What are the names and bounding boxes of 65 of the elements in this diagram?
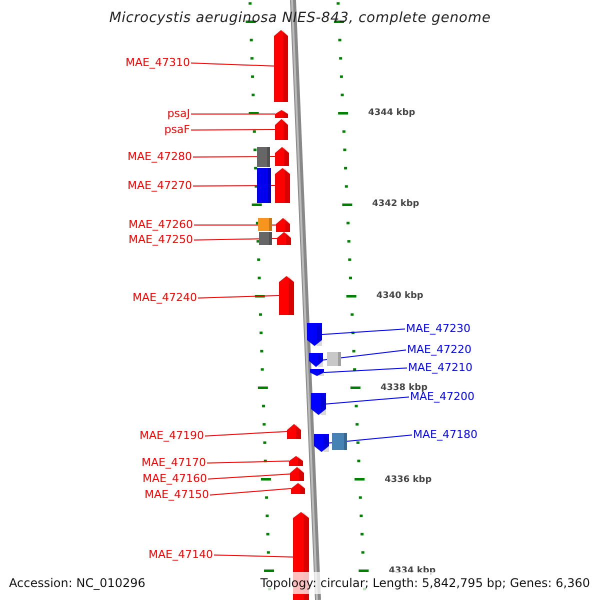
gene-bar (275, 168, 290, 203)
gene-label: MAE_47310 (126, 56, 190, 70)
leader-line (324, 368, 408, 373)
gene-bar (275, 110, 288, 118)
leader-line (194, 224, 276, 226)
gene-bar (314, 434, 329, 452)
gene-bar (287, 424, 301, 439)
gene-label: MAE_47160 (142, 472, 207, 486)
leader-line (204, 431, 288, 436)
gene-label: MAE_47180 (413, 428, 478, 442)
leader-line (194, 238, 278, 240)
gene-bar (311, 393, 326, 415)
gene-label: MAE_47200 (410, 390, 474, 404)
leader-line (190, 62, 274, 66)
gene-bar (276, 218, 290, 232)
category-box (257, 147, 270, 167)
scale-label: 4342 kbp (372, 198, 420, 210)
leader-line (206, 460, 290, 464)
leader-line (190, 129, 276, 130)
gene-label: MAE_47190 (140, 429, 204, 443)
scale-label: 4338 kbp (380, 382, 428, 393)
gene-bar (309, 353, 323, 367)
gene-label: MAE_47240 (132, 291, 197, 305)
gene-label: MAE_47140 (148, 548, 213, 562)
gene-label: MAE_47260 (128, 218, 193, 232)
leader-line (198, 295, 280, 298)
scale-label: 4334 kbp (388, 565, 436, 577)
category-box (259, 232, 272, 245)
category-box (258, 218, 272, 231)
leader-line (322, 350, 406, 360)
accession-text: Accession: NC_010296 (9, 575, 146, 591)
gene-label: MAE_47150 (144, 488, 209, 502)
category-box (332, 433, 347, 450)
gene-label: MAE_47250 (128, 233, 193, 247)
leader-line (208, 474, 290, 480)
leader-line (192, 156, 276, 158)
scale-label: 4344 kbp (368, 107, 416, 119)
scale-label: 4340 kbp (376, 290, 424, 302)
gene-bar (290, 467, 304, 481)
gene-label: MAE_47170 (142, 456, 206, 470)
gene-label: MAE_47230 (406, 322, 470, 336)
gene-label: MAE_47280 (128, 150, 192, 164)
leader-line (214, 554, 294, 558)
gene-bar (291, 483, 305, 494)
gene-bar (310, 369, 324, 376)
gene-bar (274, 30, 288, 102)
gene-label: MAE_47220 (407, 343, 472, 357)
category-box (257, 168, 271, 203)
leader-line (326, 396, 410, 404)
leader-line (322, 328, 406, 335)
gene-bar (289, 456, 303, 466)
gene-label: psaF (164, 123, 190, 137)
gene-bar (277, 232, 291, 245)
gene-label: MAE_47270 (128, 179, 192, 193)
gene-bar (279, 276, 294, 315)
genome-info-text: Topology: circular; Length: 5,842,795 bp; Genes: 6,360 (260, 575, 590, 591)
title: Microcystis aeruginosa NIES-843, complete genome (108, 9, 492, 27)
scale-label: 4336 kbp (384, 474, 432, 486)
category-box (327, 352, 341, 366)
gene-bar (275, 147, 289, 166)
leader-line (328, 434, 412, 444)
gene-label: psaJ (167, 107, 190, 121)
gene-label: MAE_47210 (408, 361, 472, 375)
gene-bar (307, 323, 322, 346)
leader-line (210, 488, 292, 496)
